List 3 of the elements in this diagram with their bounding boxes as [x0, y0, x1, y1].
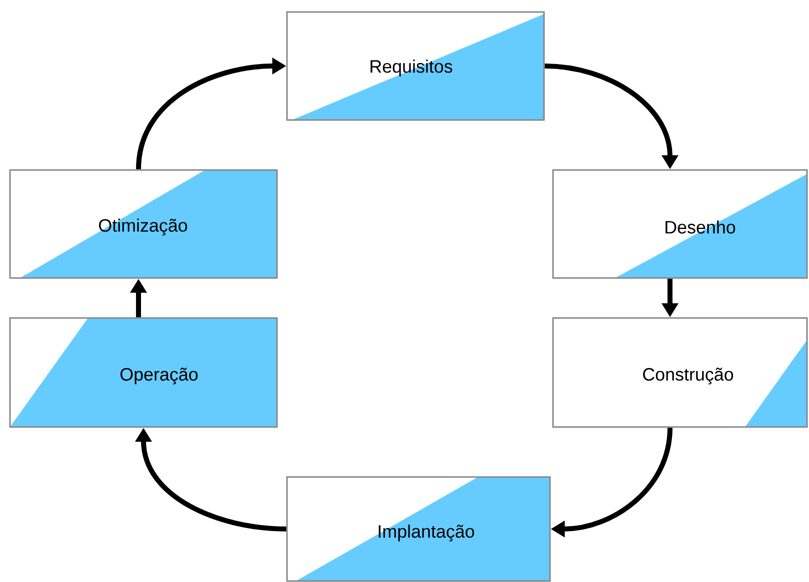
- process-box: Operação: [9, 317, 278, 428]
- process-box: Implantação: [286, 476, 551, 582]
- process-box: Construção: [552, 317, 808, 428]
